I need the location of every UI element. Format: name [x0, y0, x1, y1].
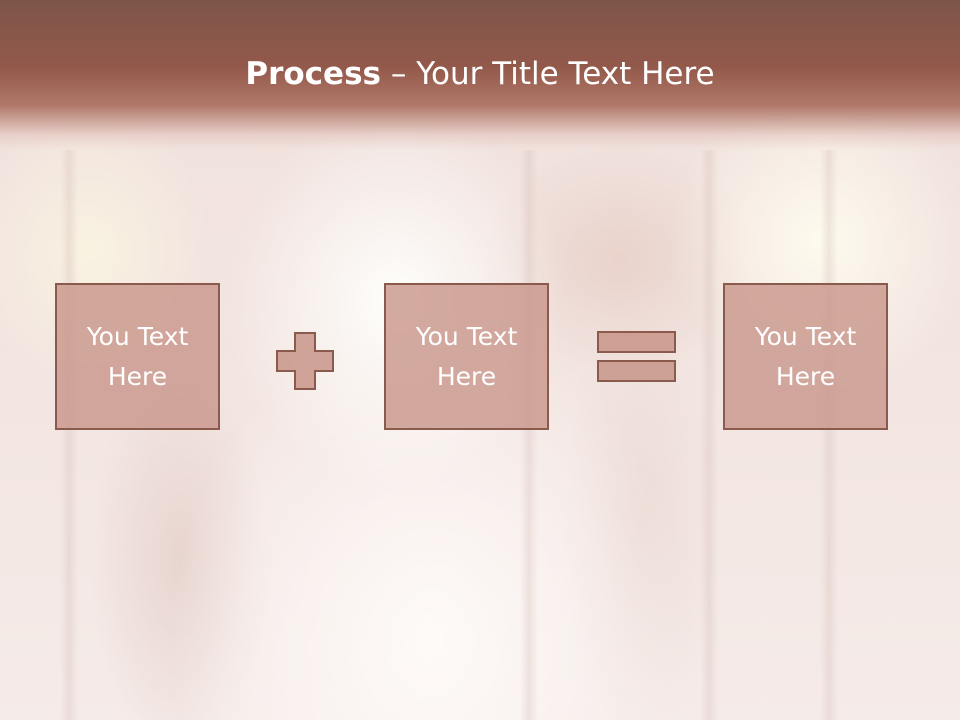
fabric-fold: [520, 150, 538, 720]
box-text: You Text Here: [86, 321, 189, 391]
fabric-fold: [60, 150, 78, 720]
box-text: You Text Here: [415, 321, 518, 391]
box-text: You Text Here: [754, 321, 857, 391]
fabric-fold: [700, 150, 718, 720]
slide-title[interactable]: Process – Your Title Text Here: [0, 52, 960, 96]
equals-icon: [597, 331, 676, 382]
fabric-fold: [820, 150, 838, 720]
title-rest: – Your Title Text Here: [381, 56, 715, 92]
title-bold: Process: [245, 56, 381, 92]
process-box-2[interactable]: You Text Here: [384, 283, 549, 430]
header-band: [0, 0, 960, 150]
process-box-1[interactable]: You Text Here: [55, 283, 220, 430]
process-box-3[interactable]: You Text Here: [723, 283, 888, 430]
plus-icon: [276, 332, 334, 390]
